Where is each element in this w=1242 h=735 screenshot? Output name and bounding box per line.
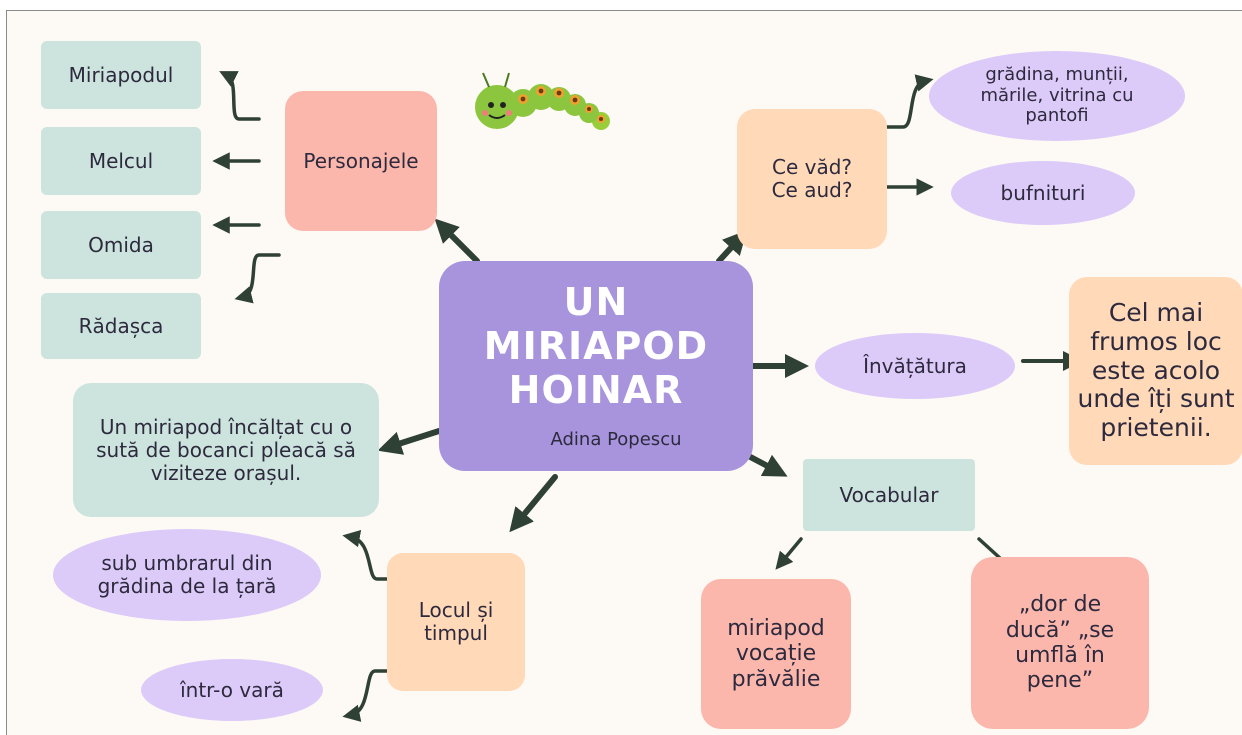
place-time-item-label: sub umbrarul din grădina de la țară [97, 551, 277, 598]
character-item: Melcul [41, 127, 201, 195]
caterpillar-icon [475, 72, 610, 130]
vocabulary-item-label: miriapod vocație prăvălie [727, 616, 825, 692]
character-item-label: Melcul [88, 148, 154, 173]
place-time-node: Locul și timpul [387, 553, 525, 691]
place-time-label: Locul și timpul [418, 598, 494, 645]
character-item-label: Rădașca [78, 313, 164, 338]
senses-node: Ce văd? Ce aud? [737, 109, 887, 249]
character-item: Omida [41, 211, 201, 279]
vocabulary-node: Vocabular [803, 459, 975, 531]
character-item: Rădașca [41, 293, 201, 359]
lesson-text: Cel mai frumos loc este acolo unde îți s… [1077, 298, 1235, 443]
senses-item: bufnituri [951, 161, 1135, 225]
senses-label: Ce văd? Ce aud? [771, 155, 853, 202]
central-title-node: UN MIRIAPOD HOINAR Adina Popescu [439, 261, 753, 471]
lesson-label: Învățătura [863, 353, 967, 378]
map-title: UN MIRIAPOD HOINAR [483, 280, 709, 412]
senses-item-label: grădina, munții, mările, vitrina cu pant… [980, 63, 1134, 127]
characters-node: Personajele [285, 91, 437, 231]
place-time-item: sub umbrarul din grădina de la țară [53, 529, 321, 621]
senses-item-label: bufnituri [1000, 180, 1086, 205]
vocabulary-item: miriapod vocație prăvălie [701, 579, 851, 729]
characters-label: Personajele [303, 148, 419, 173]
vocabulary-item-label: „dor de ducă” „se umflă în pene” [1005, 592, 1115, 694]
vocabulary-label: Vocabular [839, 482, 939, 507]
lesson-node: Învățătura [815, 333, 1015, 399]
place-time-item-label: într-o vară [180, 677, 284, 702]
place-time-item: într-o vară [141, 659, 323, 721]
mind-map-canvas: UN MIRIAPOD HOINAR Adina Popescu Persona… [6, 10, 1242, 735]
map-author: Adina Popescu [550, 429, 682, 451]
senses-item: grădina, munții, mările, vitrina cu pant… [929, 51, 1185, 141]
vocabulary-item: „dor de ducă” „se umflă în pene” [971, 557, 1149, 729]
summary-node: Un miriapod încălțat cu o sută de bocanc… [73, 383, 379, 517]
summary-text: Un miriapod încălțat cu o sută de bocanc… [96, 414, 356, 485]
character-item: Miriapodul [41, 41, 201, 109]
character-item-label: Omida [88, 232, 154, 257]
lesson-text-node: Cel mai frumos loc este acolo unde îți s… [1069, 277, 1242, 465]
character-item-label: Miriapodul [68, 62, 174, 87]
